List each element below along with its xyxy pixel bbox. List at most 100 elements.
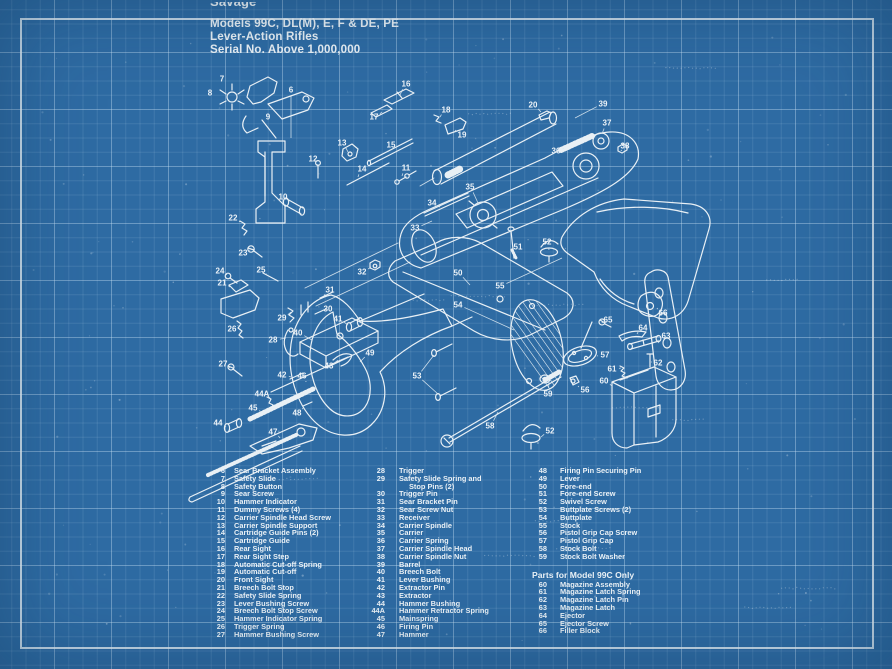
hatch-line: [502, 294, 553, 393]
speckle-dot: [327, 421, 330, 424]
speckle-dot: [703, 67, 705, 69]
hatch-line: [530, 294, 572, 393]
part-number: 12: [216, 512, 225, 522]
speckle-dot: [646, 441, 649, 444]
part-number: 29: [376, 473, 385, 483]
speckle-dot: [680, 67, 682, 69]
part-number: 57: [538, 536, 547, 546]
speckle-dot: [443, 299, 445, 301]
fore-end-drawing: [388, 236, 574, 341]
part-name: Breech Bolt: [399, 567, 441, 577]
speckle-dot: [792, 588, 794, 590]
speckle-dot: [842, 323, 845, 326]
speckle-dot: [650, 407, 652, 409]
part-number: 54: [538, 512, 547, 522]
speckle-dot: [420, 299, 422, 301]
speckle-dot: [125, 61, 127, 63]
speckle-dot: [484, 296, 487, 298]
speckle-dot: [427, 300, 430, 302]
part-callout: 65: [604, 316, 613, 325]
callout-leader: [278, 435, 281, 439]
speckle-dot: [676, 67, 678, 69]
part-callout: 58: [486, 422, 495, 431]
part-name: Hammer Indicator Spring: [234, 614, 323, 624]
part-callout: 30: [324, 305, 333, 314]
part-name: Ejector: [560, 610, 586, 620]
speckle-dot: [820, 628, 823, 630]
callout-leader: [462, 276, 471, 286]
callout-leader: [268, 396, 271, 399]
speckle-dot: [702, 418, 704, 420]
part-callout: 14: [358, 165, 367, 174]
speckle-dot: [454, 295, 456, 297]
part-callout: 21: [218, 279, 227, 288]
speckle-dot: [425, 38, 428, 41]
speckle-dot: [559, 304, 561, 306]
speckle-dot: [425, 450, 428, 452]
speckle-dot: [578, 303, 580, 305]
speckle-dot: [695, 418, 697, 420]
speckle-dot: [525, 555, 528, 557]
part-number: 25: [216, 614, 225, 624]
part-callout: 6: [289, 86, 294, 95]
part-callout: 49: [366, 349, 375, 358]
speckle-dot: [714, 67, 716, 69]
part-callout: 56: [581, 386, 590, 395]
speckle-dot: [89, 543, 91, 545]
part-name: Automatic Cut-off: [234, 567, 297, 577]
speckle-dot: [657, 338, 659, 341]
hatch-line: [502, 294, 560, 393]
speckle-dot: [475, 45, 477, 47]
callout-leader-lines: [224, 89, 662, 439]
brand-partial-clip: Savage: [210, 2, 399, 14]
speckle-dot: [745, 382, 748, 385]
part-callout: 46: [298, 372, 307, 381]
part-number: 51: [538, 489, 547, 499]
hatch-line: [509, 294, 572, 393]
speckle-dot: [118, 398, 121, 401]
speckle-dot: [771, 36, 774, 39]
speckle-dot: [475, 112, 477, 115]
speckle-dot: [778, 168, 781, 171]
part-name: Ejector Screw: [560, 618, 609, 628]
speckle-dot: [701, 215, 703, 218]
title-models-line: Models 99C, DL(M), E, F & DE, PE: [210, 17, 400, 30]
speckle-dot: [774, 607, 776, 609]
speckle-dot: [494, 146, 497, 149]
speckle-dot: [792, 279, 794, 281]
speckle-dot: [426, 71, 428, 73]
part-callout: 17: [370, 113, 379, 122]
speckle-dot: [555, 304, 557, 306]
part-number: 50: [538, 481, 547, 491]
cartridge-guide-bracket-drawing: [220, 140, 286, 319]
part-callout: 63: [662, 332, 671, 341]
speckle-dot: [292, 272, 294, 274]
part-number: 49: [538, 473, 547, 483]
speckle-dot: [570, 303, 573, 305]
part-name: Lever: [560, 473, 580, 483]
part-callout: 8: [208, 89, 213, 98]
callout-leader: [472, 192, 479, 204]
callout-leader: [228, 366, 231, 369]
hatch-line: [558, 294, 572, 393]
part-number: 62: [538, 595, 547, 605]
part-number: 44: [376, 598, 385, 608]
part-name: Swivel Screw: [560, 497, 607, 507]
speckle-dot: [415, 237, 418, 240]
callout-leader: [562, 147, 565, 150]
speckle-dot: [819, 588, 821, 590]
speckle-dot: [634, 406, 637, 408]
